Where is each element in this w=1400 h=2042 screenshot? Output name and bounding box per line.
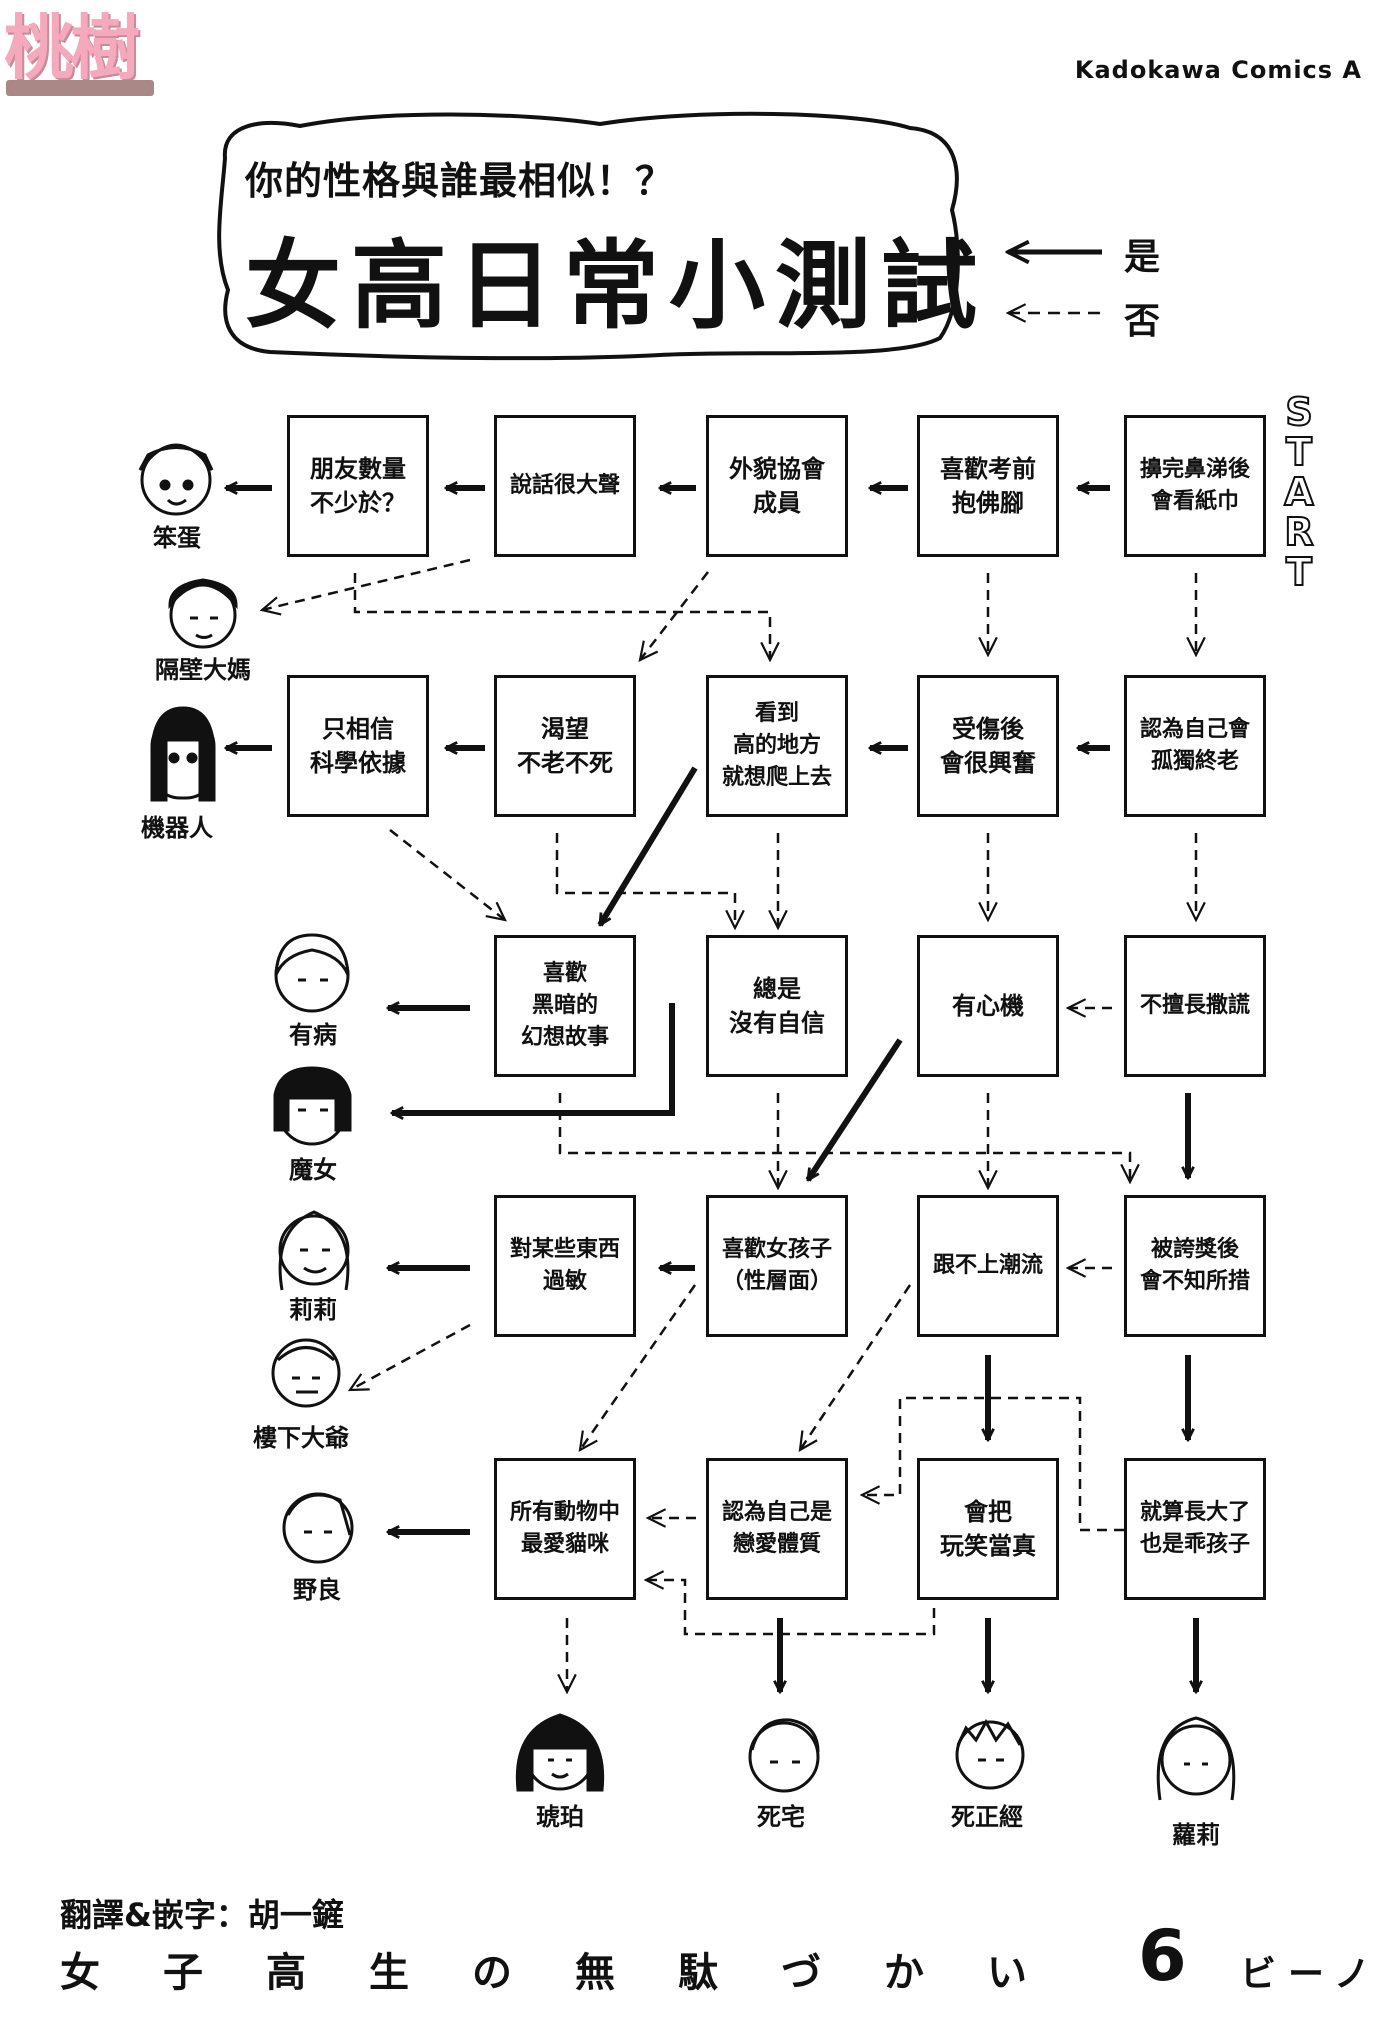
face-auntie [168,578,238,649]
start-label: S T A R T [1283,390,1314,594]
author-name: ビーノ [1240,1954,1382,1995]
question-behind-trends: 跟不上潮流 [917,1195,1059,1337]
question-praise-flustered: 被誇獎後 會不知所措 [1124,1195,1266,1337]
result-label-auntie: 隔壁大媽 [155,656,251,684]
result-label-baka: 笨蛋 [153,524,201,552]
face-nora [282,1492,354,1564]
face-baka [138,443,214,516]
series-title: 女子高生の無駄づかい [60,1950,1090,1996]
result-label-nora: 野良 [293,1576,341,1604]
publisher-label: Kadokawa Comics A [1074,56,1362,84]
logo-banner [6,80,154,96]
question-cram-before-exam: 喜歡考前 抱佛腳 [917,415,1059,557]
result-label-robot: 機器人 [141,814,213,842]
face-grandpa [271,1338,341,1408]
question-love-cats: 所有動物中 最愛貓咪 [494,1458,636,1600]
question-scheming: 有心機 [917,935,1059,1077]
result-label-loli: 蘿莉 [1172,1821,1220,1849]
question-dark-fantasy: 喜歡 黑暗的 幻想故事 [494,935,636,1077]
translation-credit: 翻譯&嵌字：胡一鏟 [60,1896,344,1934]
question-like-girls: 喜歡女孩子 （性層面） [706,1195,848,1337]
question-want-immortal: 渴望 不老不死 [494,675,636,817]
face-yamai [274,933,350,1013]
title-cloud [217,111,960,361]
logo-text: 桃樹 [4,6,140,89]
question-looks-matter: 外貌協會 成員 [706,415,848,557]
question-love-prone: 認為自己是 戀愛體質 [706,1458,848,1600]
question-climb-high: 看到 高的地方 就想爬上去 [706,675,848,817]
face-majime [955,1718,1025,1790]
result-label-yamai: 有病 [289,1021,337,1049]
question-no-confidence: 總是 沒有自信 [706,935,848,1077]
result-label-grandpa: 樓下大爺 [253,1424,349,1452]
question-loud-voice: 說話很大聲 [494,415,636,557]
site-logo: 桃樹 [0,0,160,100]
result-label-kohaku: 琥珀 [536,1803,584,1831]
question-allergy: 對某些東西 過敏 [494,1195,636,1337]
quiz-title: 女高日常小測試 [245,230,987,342]
question-friends-count: 朋友數量 不少於？ [287,415,429,557]
face-robot [150,706,216,802]
volume-number: 6 [1138,1915,1187,1997]
face-otaku [748,1718,820,1793]
question-die-alone: 認為自己會 孤獨終老 [1124,675,1266,817]
face-riri [278,1210,350,1291]
question-check-tissue: 擤完鼻涕後 會看紙巾 [1124,415,1266,557]
legend-yes-label: 是 [1124,237,1161,278]
question-trust-science: 只相信 科學依據 [287,675,429,817]
result-label-otaku: 死宅 [757,1803,805,1831]
result-label-majime: 死正經 [951,1803,1023,1831]
legend-no-label: 否 [1124,301,1161,342]
result-label-riri: 莉莉 [289,1296,337,1324]
result-label-majo: 魔女 [289,1156,337,1184]
quiz-subtitle: 你的性格與誰最相似！？ [245,159,675,203]
face-loli [1156,1716,1236,1801]
question-excited-injury: 受傷後 會很興奮 [917,675,1059,817]
face-kohaku [515,1713,605,1792]
face-majo [273,1066,352,1146]
question-bad-liar: 不擅長撒謊 [1124,935,1266,1077]
question-good-kid: 就算長大了 也是乖孩子 [1124,1458,1266,1600]
question-take-jokes-seriously: 會把 玩笑當真 [917,1458,1059,1600]
